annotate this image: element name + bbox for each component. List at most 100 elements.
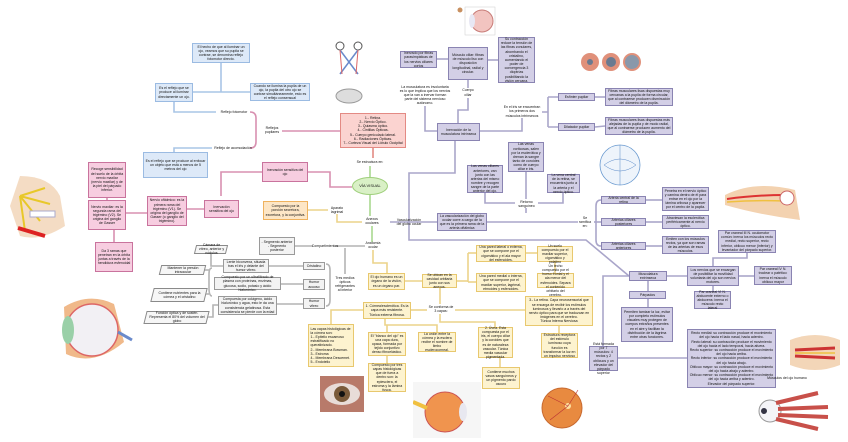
node-p3: Nervio oftálmico: es la primera rama del… xyxy=(147,196,187,226)
node-p6: Inervación sensitiva del ojo xyxy=(262,162,308,182)
node-y6: Un techo compuesto por el hueso frontal … xyxy=(537,264,574,297)
node-y4: Un suelo compuesto por el maxilar superi… xyxy=(537,244,573,264)
node-text: Función óptica y de sostén. Representa e… xyxy=(148,311,205,324)
node-m1: Inervado por fibras parasimpáticas de lo… xyxy=(400,51,437,68)
node-y12: La unión entre la córnea y la esclera re… xyxy=(418,332,456,352)
label-l-vascularizacion: Vascularización del globo ocular xyxy=(396,217,422,226)
node-e2: Musculatura extrínseca xyxy=(629,271,667,281)
node-y13: Compuesto por tres capas histológicas qu… xyxy=(368,363,406,392)
node-p1: Recoge sensibilidad del suelo de la órbi… xyxy=(88,162,126,198)
eye-muscles-illustration xyxy=(758,391,829,431)
node-a3: Arterias ciliares anteriores xyxy=(601,242,646,250)
retina-vessels-illustration xyxy=(599,144,641,186)
node-a2: Arterias ciliares posteriores xyxy=(601,218,646,226)
node-cloud: VÍA VISUAL xyxy=(352,177,388,195)
pink-connectors xyxy=(106,111,352,242)
node-y8: 1. Córnea/esclerótica. Es la capa más re… xyxy=(363,302,411,319)
node-g7: Función óptica y de sostén. Representa e… xyxy=(143,311,210,324)
node-m4: Inervación de la musculatura intrínseca xyxy=(437,123,480,141)
node-m2: Músculo ciliar: fibras de músculo liso c… xyxy=(448,47,488,80)
node-y2: Se ubican en la cavidad orbitaria junto … xyxy=(422,273,457,289)
node-g10: Humor vítreo xyxy=(303,298,325,309)
label-l-musculatura: La musculatura es involuntaria es lo que… xyxy=(399,84,451,106)
node-g9: Humor acuoso xyxy=(303,279,325,290)
node-p2: Nervio maxilar: es la segunda rama del t… xyxy=(88,200,126,230)
label-l-acomodacion: Reflejo de acomodación xyxy=(214,145,252,150)
label-l-anexos: Anexos oculares xyxy=(365,216,379,225)
node-g2: Lente biconvexa, situada tras el iris y … xyxy=(223,259,269,273)
node-e1: Par craneal III N. oculomotor común: ine… xyxy=(718,230,776,253)
label-l-ramifica: Se ramifica en: xyxy=(578,215,592,229)
label-l-anatomia: Anatomía ocular xyxy=(365,240,381,249)
node-m3: Su contracción reduce la tensión de las … xyxy=(498,37,535,83)
pupil-sizes-illustration xyxy=(581,53,641,71)
node-y15: Estructura receptora del estímulo lumino… xyxy=(541,333,578,358)
node-e4: Par craneal IV N. troclear o patético: i… xyxy=(754,266,792,285)
node-b2: Es el reflejo que se produce al iluminar… xyxy=(155,83,193,102)
node-a5: Atraviesan la esclerótica periféricament… xyxy=(662,215,709,229)
fundus-illustration xyxy=(541,387,583,429)
eye-photo-illustration xyxy=(320,376,364,412)
label-l-iris: En el iris se encuentran los primeros do… xyxy=(503,105,541,118)
node-v4: La vascularización del globo ocular corr… xyxy=(437,213,487,231)
node-g5: Contiene nutrientes para la córnea y el … xyxy=(150,288,208,302)
orbit-muscles-illustration xyxy=(790,335,840,370)
node-v2: Las venas ciliares anteriores, van junto… xyxy=(467,164,503,193)
node-p5: Inervación sensitiva del ojo xyxy=(204,200,239,218)
node-text: Mantener la presión intraocular xyxy=(167,265,198,274)
node-text: Contiene nutrientes para la córnea y el … xyxy=(157,290,201,299)
node-m7: Fibras musculares lisas dispuestas muy c… xyxy=(605,88,673,106)
node-e3: Los nervios que se encargan de posibilit… xyxy=(687,266,739,286)
yellow-connectors xyxy=(308,209,560,367)
node-e8: Está formada por 7 músculos: 4 rectos y … xyxy=(589,342,618,375)
node-p7: 1.- Retina. 2.- Nervio Óptico. 3.- Quias… xyxy=(340,113,406,148)
grey-connectors xyxy=(205,245,365,318)
node-a6: Emiten con los músculos rectos, ya que s… xyxy=(662,236,709,254)
node-e6: Párpados xyxy=(629,291,666,299)
label-l-compartimientos: Compartimientos xyxy=(311,243,339,248)
green-connectors xyxy=(369,166,373,242)
node-o1: Compuesto por la porción secretora, excr… xyxy=(263,201,308,220)
node-g6: Compuesta por colágeno, ácido hialurónic… xyxy=(218,296,277,315)
node-v3: La vena central de la retina, se encuent… xyxy=(547,173,580,194)
label-l-cuerpo: Cuerpo ciliar xyxy=(462,88,474,97)
label-l-fotomotor: Reflejo fotomotor xyxy=(220,109,248,114)
node-g1: Cámara de vítreo, anterior y nódulos xyxy=(193,243,229,256)
node-a1: Arteria central de la retina xyxy=(601,196,646,204)
node-y11: El "blanco del ojo" es una capa dura, op… xyxy=(368,332,406,356)
node-b1: El hecho de que al iluminar un ojo, veam… xyxy=(192,43,250,63)
node-m6: Dilatador pupilar xyxy=(558,123,595,131)
node-y1: El ojo humano es un órgano de la visión,… xyxy=(368,273,405,290)
node-y5: Una pared medial o interna, que se compo… xyxy=(476,273,526,292)
node-a4: Penetra en el nervio óptico y camina den… xyxy=(662,187,709,211)
purple-connectors xyxy=(390,58,754,359)
eyeball-diagram-illustration xyxy=(413,382,481,438)
node-v1: Las venas vorticosas, salen por la escle… xyxy=(508,142,544,172)
node-g4: Compuesto por un ultrafiltrado de plasma… xyxy=(214,275,281,292)
visual-pathway-illustration xyxy=(335,41,363,104)
node-m5: Esfínter pupilar xyxy=(558,93,595,101)
node-e7: Permiten tamizar la luz, evitar por comp… xyxy=(621,307,673,342)
label-l-pupilares: Reflejos pupilares xyxy=(264,125,280,134)
node-b3: Cuando se ilumina la pupila de un ojo, l… xyxy=(250,83,310,101)
node-g-segmento: - Segmento anterior - Segmento posterior xyxy=(259,237,295,255)
label-l-retorno: Retorno sanguíneo xyxy=(518,199,535,208)
node-y14: Contiene muchos vasos sanguíneos y un pi… xyxy=(482,367,520,389)
blue-connectors xyxy=(173,63,250,152)
trigeminal-nerve-illustration xyxy=(10,176,65,238)
eye-ciliary-illustration xyxy=(457,6,496,36)
orbit-arteries-illustration xyxy=(725,186,800,220)
node-e9: Recto medial: su contracción produce el … xyxy=(687,329,776,388)
label-l-tres: Tres medios ópticos refrigerantes al int… xyxy=(335,275,355,293)
node-e5: Par craneal VI N. abducente externo o ab… xyxy=(694,290,731,310)
node-text: Cámara de vítreo, anterior y nódulos xyxy=(198,243,224,256)
node-y7: 3.- La retina. Capa neurosensorial que s… xyxy=(525,296,593,326)
label-cap-musculos: Músculos del ojo humano xyxy=(767,375,807,380)
eye-cross-section-illustration xyxy=(62,298,133,359)
label-l-estructura: Se estructura en: xyxy=(356,159,384,164)
node-y9: 2. Úvea. Esta compuesta por el iris, el … xyxy=(478,326,513,359)
node-p4: Da 3 ramas que penetran en la órbita jun… xyxy=(95,242,133,272)
node-m8: Fibras musculares lisas dispuestas más a… xyxy=(605,117,673,135)
